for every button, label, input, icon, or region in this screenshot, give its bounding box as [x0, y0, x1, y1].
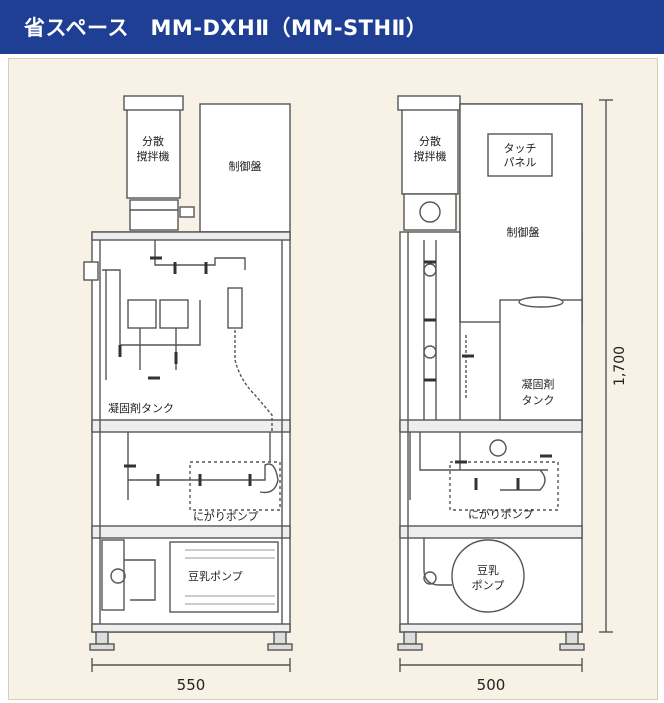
front-control-panel-label: 制御盤: [229, 159, 262, 173]
side-control-panel-label: 制御盤: [507, 225, 540, 239]
front-width-dimension: 550: [177, 676, 206, 694]
side-nigari-pump-label: にがりポンプ: [468, 507, 533, 521]
side-mixer-motor: [401, 97, 459, 195]
front-coagulant-tank-label: 凝固剤タンク: [108, 401, 174, 415]
side-mixer-label-2: 撹拌機: [414, 149, 447, 163]
height-dimension: 1,700: [612, 346, 628, 386]
front-mixer-base: [129, 199, 179, 231]
touch-panel-label-1: タッチ: [504, 142, 537, 155]
touch-panel-label-2: パネル: [504, 156, 537, 169]
side-mixer-label-1: 分散: [419, 134, 441, 148]
side-soymilk-pump-label-1: 豆乳: [477, 564, 499, 577]
front-mixer-label-1: 分散: [142, 134, 164, 148]
side-soymilk-pump: [451, 539, 525, 613]
header-bar: 省スペース MM-DXHⅡ（MM-STHⅡ）: [0, 0, 664, 54]
front-soymilk-pump-label: 豆乳ポンプ: [188, 570, 243, 583]
side-coagulant-tank: [499, 299, 583, 421]
side-view: [397, 95, 613, 672]
side-coagulant-tank-label-2: タンク: [522, 394, 555, 407]
side-width-dimension: 500: [477, 676, 506, 694]
front-view: [83, 95, 293, 672]
front-nigari-pump-label: にがりポンプ: [193, 509, 258, 523]
side-soymilk-pump-label-2: ポンプ: [472, 579, 505, 592]
front-mixer-motor: [126, 97, 181, 199]
page-title: 省スペース MM-DXHⅡ（MM-STHⅡ）: [24, 16, 428, 40]
front-control-panel: [199, 103, 291, 233]
front-mixer-label-2: 撹拌機: [137, 149, 170, 163]
side-coagulant-tank-label-1: 凝固剤: [522, 377, 555, 391]
front-soymilk-pump-motor: [169, 541, 279, 613]
